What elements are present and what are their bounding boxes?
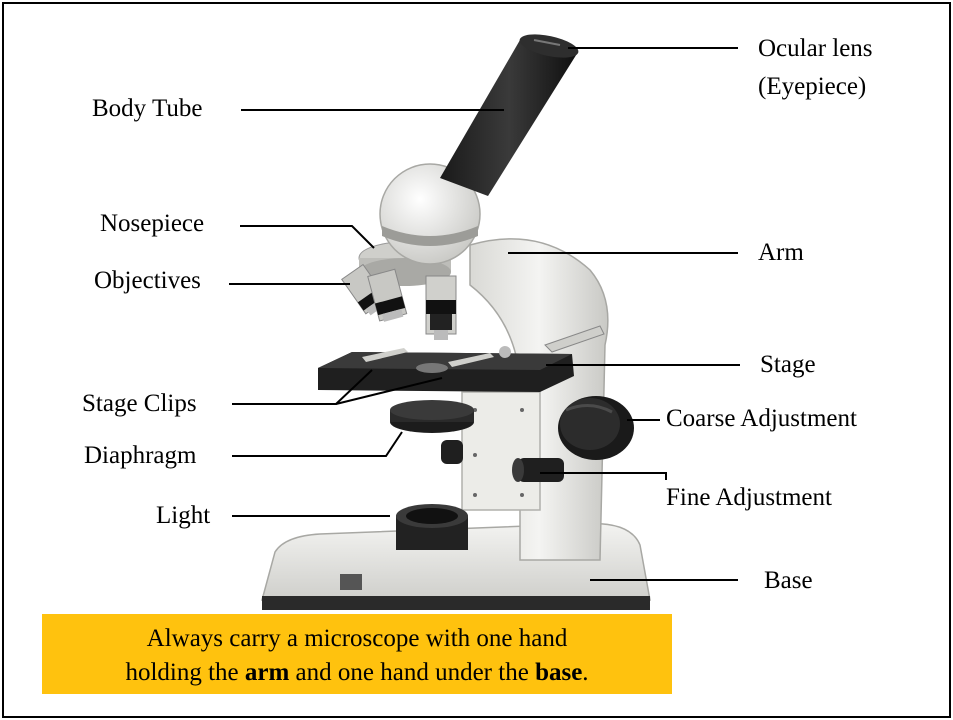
diaphragm-part [390, 400, 474, 433]
label-body-tube: Body Tube [92, 96, 202, 121]
label-diaphragm: Diaphragm [84, 443, 196, 468]
note-emphasis-base: base [535, 659, 582, 686]
label-nosepiece: Nosepiece [100, 211, 204, 236]
note-text: . [582, 659, 588, 686]
note-line-2: holding the arm and one hand under the b… [42, 656, 672, 690]
note-text: and one hand under the [289, 659, 535, 686]
label-fine-adjustment: Fine Adjustment [666, 485, 832, 510]
note-emphasis-arm: arm [245, 659, 289, 686]
label-light: Light [156, 503, 210, 528]
label-objectives: Objectives [94, 268, 201, 293]
base-badge-icon [340, 574, 362, 590]
label-ocular-lens: Ocular lens [758, 36, 873, 61]
label-arm: Arm [758, 240, 804, 265]
coarse-adjustment-knob [558, 396, 634, 460]
label-coarse-adjustment: Coarse Adjustment [666, 406, 857, 431]
label-base: Base [764, 568, 813, 593]
label-stage-clips: Stage Clips [82, 391, 197, 416]
label-stage: Stage [760, 352, 816, 377]
body-tube-part [440, 30, 580, 196]
label-eyepiece: (Eyepiece) [758, 74, 866, 99]
note-text: holding the [125, 659, 244, 686]
carry-instruction-note: Always carry a microscope with one hand … [42, 614, 672, 694]
note-line-1: Always carry a microscope with one hand [42, 622, 672, 656]
light-part [396, 504, 468, 550]
